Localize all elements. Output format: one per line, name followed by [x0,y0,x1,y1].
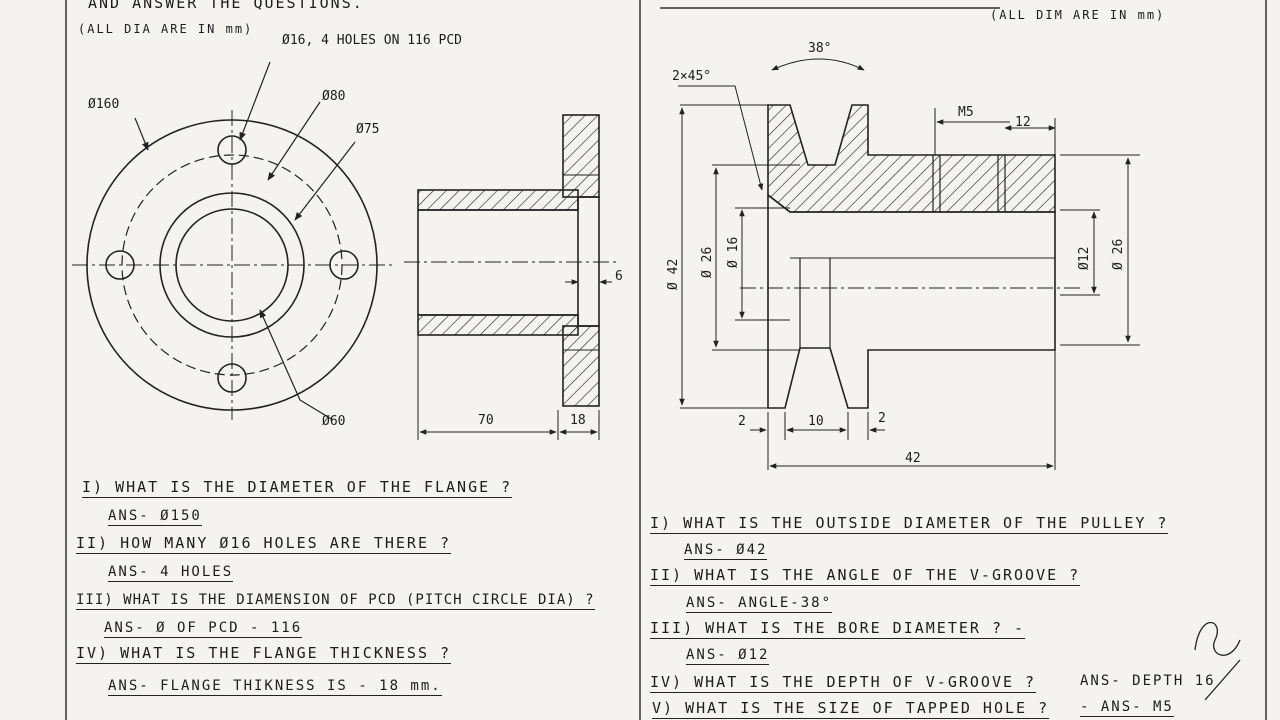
label-l70: 70 [478,413,494,428]
sheet-borders [65,0,1267,720]
label-l18: 18 [570,413,586,428]
label-l12: 12 [1015,115,1031,130]
label-t6: 6 [615,269,623,284]
label-angle: 38° [808,41,831,56]
label-d12: Ø12 [1077,247,1092,270]
flange-front-view [72,110,392,420]
label-holes: Ø16, 4 HOLES ON 116 PCD [282,33,462,48]
label-chamfer: 2×45° [672,69,711,84]
left-answer-3: ANS- Ø OF PCD - 116 [104,620,303,638]
label-d42: Ø 42 [666,259,681,290]
right-note: (ALL DIM ARE IN mm) [990,8,1166,22]
label-d60: Ø60 [322,414,345,429]
right-question-3: III) WHAT IS THE BORE DIAMETER ? - [650,619,1026,639]
pulley-dimensions [678,58,1140,470]
left-question-1: I) WHAT IS THE DIAMETER OF THE FLANGE ? [82,478,513,498]
label-d26b: Ø 26 [1111,239,1126,270]
label-d80: Ø80 [322,89,345,104]
label-l42: 42 [905,451,921,466]
label-d160: Ø160 [88,97,119,112]
left-heading: AND ANSWER THE QUESTIONS. [88,0,364,12]
right-question-1: I) WHAT IS THE OUTSIDE DIAMETER OF THE P… [650,514,1169,534]
left-question-4: IV) WHAT IS THE FLANGE THICKNESS ? [76,644,452,664]
right-question-2: II) WHAT IS THE ANGLE OF THE V-GROOVE ? [650,566,1081,586]
label-w2a: 2 [738,414,746,429]
label-d75: Ø75 [356,122,379,137]
left-answer-1: ANS- Ø150 [108,508,202,526]
pulley-signature [1194,621,1241,701]
pulley-section [740,104,1080,409]
left-answer-4: ANS- FLANGE THIKNESS IS - 18 mm. [108,678,442,696]
left-answer-2: ANS- 4 HOLES [108,564,234,582]
flange-side-section [404,114,620,407]
left-note: (ALL DIA ARE IN mm) [78,22,254,36]
label-d26: Ø 26 [700,247,715,278]
left-question-3: III) WHAT IS THE DIAMENSION OF PCD (PITC… [76,592,595,610]
left-question-2: II) HOW MANY Ø16 HOLES ARE THERE ? [76,534,452,554]
label-w2b: 2 [878,411,886,426]
dimension-labels: Ø16, 4 HOLES ON 116 PCD Ø160 Ø80 Ø75 Ø60… [88,33,1126,466]
label-d16: Ø 16 [726,237,741,268]
right-answer-5: - ANS- M5 [1080,699,1174,717]
label-w10: 10 [808,414,824,429]
right-question-4: IV) WHAT IS THE DEPTH OF V-GROOVE ? [650,673,1037,693]
right-answer-1: ANS- Ø42 [684,542,768,560]
right-answer-3: ANS- Ø12 [686,647,770,665]
right-answer-2: ANS- ANGLE-38° [686,595,833,613]
flange-leaders [134,61,356,421]
right-answer-4: ANS- DEPTH 16 [1080,673,1216,689]
flange-dimensions [417,279,612,440]
label-m5: M5 [958,105,974,120]
right-question-5: V) WHAT IS THE SIZE OF TAPPED HOLE ? [652,699,1050,719]
